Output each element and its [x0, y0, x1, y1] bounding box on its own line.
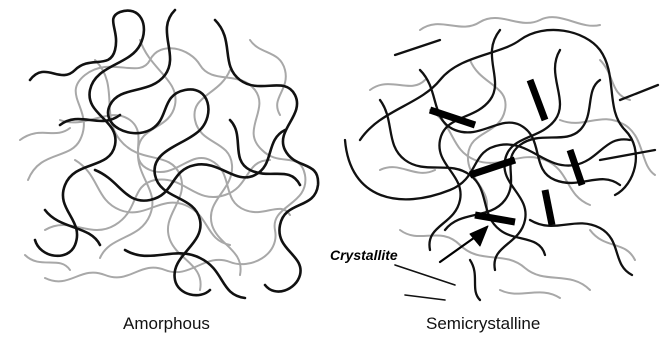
- crystallite-leader-lines: [395, 265, 455, 300]
- amorphous-caption: Amorphous: [123, 314, 210, 334]
- crystallite-label: Crystallite: [330, 247, 398, 263]
- semicrystalline-caption: Semicrystalline: [426, 314, 540, 334]
- amorphous-foreground-chains: [30, 10, 318, 298]
- amorphous-panel: [20, 10, 318, 298]
